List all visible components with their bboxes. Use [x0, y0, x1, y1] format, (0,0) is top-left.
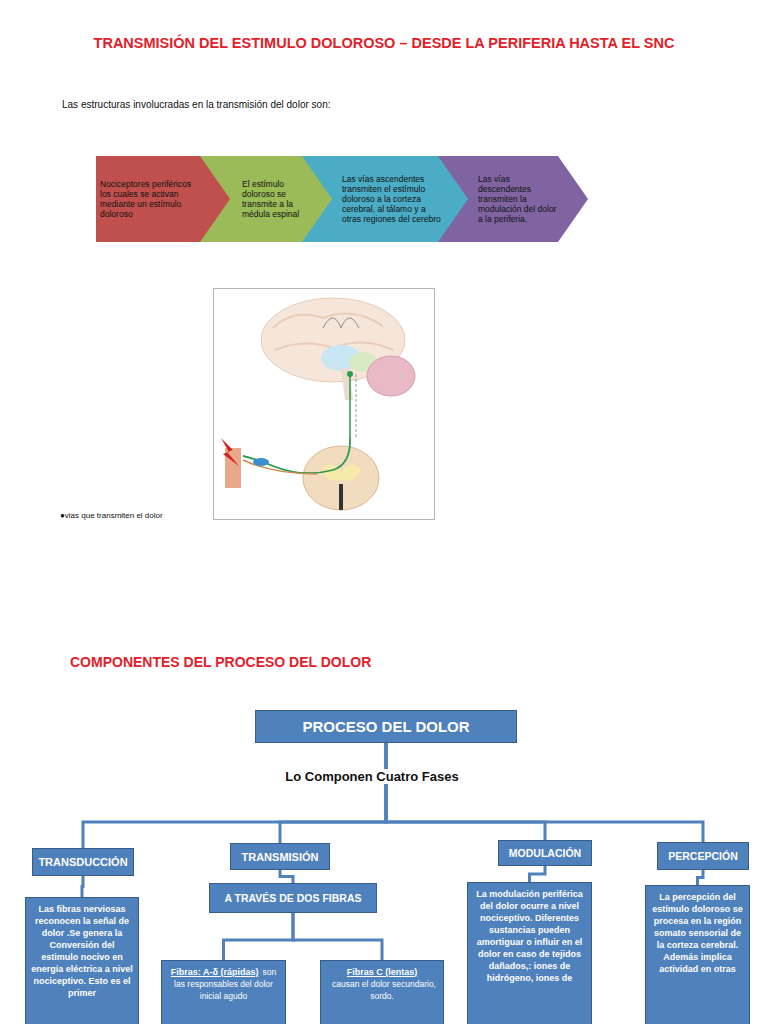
box-body-text: La percepción del estímulo doloroso se p… — [650, 891, 745, 975]
box-label: TRANSMISIÓN — [242, 851, 319, 863]
central-canal — [339, 484, 343, 510]
root-box: PROCESO DEL DOLOR — [255, 710, 517, 743]
box-label: MODULACIÓN — [509, 847, 581, 859]
fiber-box: Fibras: A-δ (rápidas)son las responsable… — [161, 960, 286, 1024]
connector-line — [698, 870, 704, 885]
fiber-name: Fibras: A-δ (rápidas) — [171, 967, 259, 977]
section-heading: COMPONENTES DEL PROCESO DEL DOLOR — [70, 654, 371, 670]
connector-line — [530, 866, 546, 882]
phase-box: TRANSMISIÓN — [230, 843, 330, 870]
step-text: Nociceptores periféricos los cuales se a… — [100, 179, 198, 219]
fiber-text: Fibras C (lentas)causan el dolor secunda… — [325, 966, 439, 1002]
connector-line — [82, 876, 83, 897]
phase-box: MODULACIÓN — [498, 840, 592, 866]
cortical-fibers — [323, 318, 359, 328]
connector-line — [224, 913, 294, 960]
phase-box: PERCEPCIÓN — [657, 842, 749, 870]
figure-caption: ●vias que transmiten el dolor — [60, 511, 163, 520]
description-box: La percepción del estímulo doloroso se p… — [645, 885, 750, 1024]
figure-frame — [214, 289, 435, 520]
fiber-description: causan el dolor secundario, sordo. — [332, 979, 436, 1001]
brainstem — [341, 368, 353, 400]
page-title: TRANSMISIÓN DEL ESTIMULO DOLOROSO – DESD… — [0, 35, 768, 51]
connector-line — [386, 743, 703, 842]
brain-gyrus — [273, 314, 383, 329]
box-label: PERCEPCIÓN — [668, 850, 737, 862]
step-text: Las vías descendentes transmiten la modu… — [478, 174, 560, 224]
chevron-text-area: Las vías ascendentes transmiten el estím… — [302, 156, 470, 242]
ascending-tract — [349, 374, 351, 438]
connector-line — [280, 870, 293, 883]
connector-line — [386, 743, 545, 840]
box-body-text: Las fibras nerviosas reconocen la señal … — [30, 903, 134, 999]
step-text: Las vías ascendentes transmiten el estím… — [342, 174, 442, 224]
grey-matter — [321, 464, 361, 480]
connector-line — [280, 743, 386, 843]
chevron-fill — [438, 156, 588, 242]
chevron-step: Las vías descendentes transmiten la modu… — [438, 156, 588, 242]
chevron-fill — [302, 156, 470, 242]
spinal-cord-section — [303, 446, 379, 510]
phase-box: TRANSDUCCIÓN — [32, 848, 134, 876]
fiber-name: Fibras C (lentas) — [325, 966, 439, 978]
description-box: La modulación periférica del dolor ocurr… — [467, 882, 592, 1024]
connector-caption: Lo Componen Cuatro Fases — [281, 769, 462, 784]
box-label: A TRAVÉS DE DOS FIBRAS — [224, 892, 361, 904]
cerebellum — [367, 356, 415, 396]
ganglion — [253, 458, 269, 466]
box-label: PROCESO DEL DOLOR — [302, 718, 469, 735]
description-box: Las fibras nerviosas reconocen la señal … — [25, 897, 139, 1024]
connector-line — [83, 743, 386, 848]
step-text: El estímulo doloroso se transmite a la m… — [242, 179, 305, 219]
intro-text: Las estructuras involucradas en la trans… — [62, 99, 330, 110]
nerve-fiber — [243, 438, 350, 473]
box-label: TRANSDUCCIÓN — [38, 856, 127, 868]
descending-tract — [356, 374, 357, 438]
chevron-text-area: Las vías descendentes transmiten la modu… — [438, 156, 588, 242]
connector-line — [293, 913, 382, 960]
pain-stimulus — [221, 438, 239, 466]
sub-box: A TRAVÉS DE DOS FIBRAS — [209, 883, 377, 913]
box-body-text: La modulación periférica del dolor ocurr… — [472, 888, 587, 984]
fiber-text: Fibras: A-δ (rápidas)son las responsable… — [166, 966, 281, 1002]
pain-pathway-illustration — [213, 288, 435, 520]
chevron-step: Las vías ascendentes transmiten el estím… — [302, 156, 470, 242]
fiber-box: Fibras C (lentas)causan el dolor secunda… — [320, 960, 444, 1024]
